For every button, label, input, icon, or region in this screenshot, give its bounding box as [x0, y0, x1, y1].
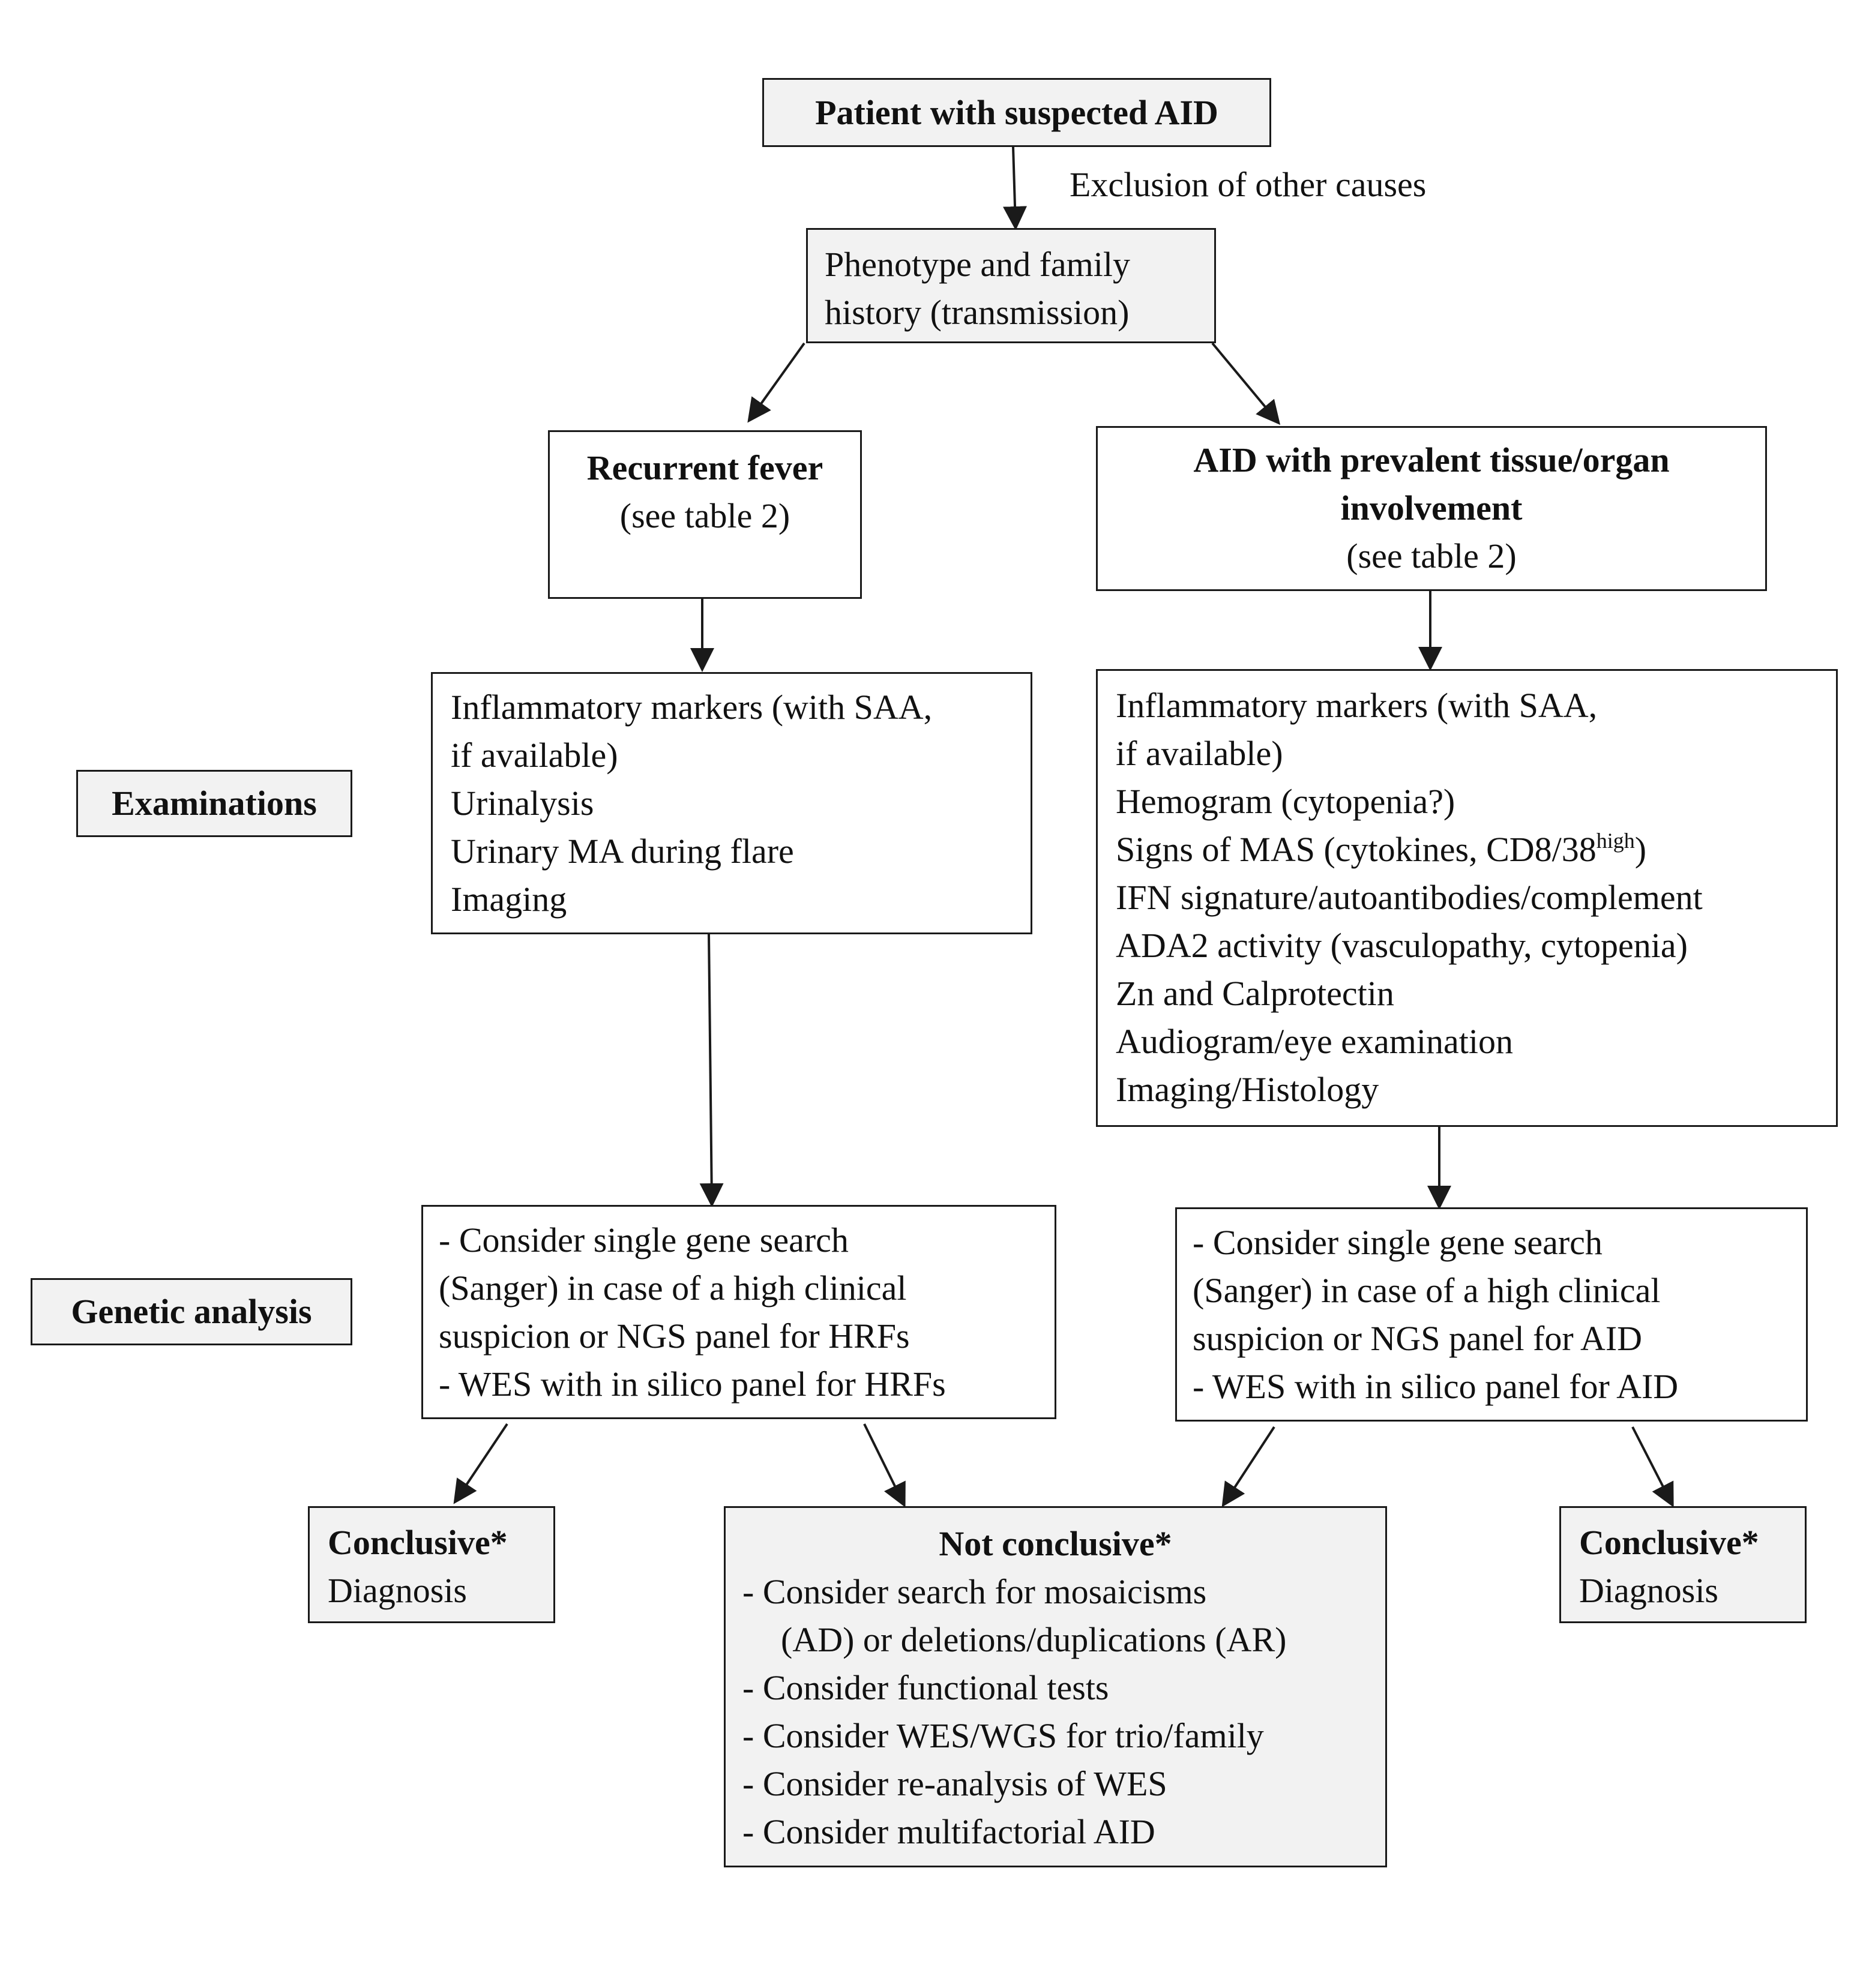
- not-conclusive-item: - Consider search for mosaicisms: [742, 1572, 1207, 1611]
- edge-label-exclusion: Exclusion of other causes: [1070, 165, 1427, 204]
- organ-involvement-box: AID with prevalent tissue/organ involvem…: [1096, 426, 1767, 591]
- start-box: Patient with suspected AID: [762, 78, 1271, 147]
- not-conclusive-item: - Consider WES/WGS for trio/family: [742, 1716, 1264, 1755]
- arrow-right-genetic-to-conclusive: [1631, 1426, 1674, 1508]
- mas-superscript: high: [1596, 829, 1635, 853]
- conclusive-left-title: Conclusive*: [328, 1523, 508, 1562]
- organ-note: (see table 2): [1346, 536, 1517, 575]
- arrow-start-to-phenotype: [1003, 146, 1028, 230]
- organ-genetic-item: (Sanger) in case of a high clinical: [1193, 1271, 1661, 1310]
- mas-text-end: ): [1634, 830, 1647, 869]
- fever-genetic-box: - Consider single gene search (Sanger) i…: [421, 1205, 1056, 1419]
- organ-exam-item: Imaging/Histology: [1116, 1070, 1379, 1109]
- genetic-analysis-label: Genetic analysis: [71, 1292, 312, 1331]
- arrow-right-genetic-to-not-conclusive: [1221, 1426, 1275, 1507]
- fever-genetic-item: - Consider single gene search: [439, 1221, 849, 1260]
- conclusive-left-box: Conclusive* Diagnosis: [308, 1506, 555, 1623]
- examinations-label-box: Examinations: [76, 770, 352, 837]
- phenotype-line-1: Phenotype and family: [825, 245, 1131, 284]
- organ-genetic-item: suspicion or NGS panel for AID: [1193, 1319, 1643, 1358]
- organ-exam-item: ADA2 activity (vasculopathy, cytopenia): [1116, 926, 1688, 965]
- organ-genetic-box: - Consider single gene search (Sanger) i…: [1175, 1207, 1808, 1422]
- start-title: Patient with suspected AID: [815, 93, 1218, 132]
- conclusive-right-box: Conclusive* Diagnosis: [1559, 1506, 1807, 1623]
- organ-genetic-item: - WES with in silico panel for AID: [1193, 1367, 1679, 1406]
- recurrent-fever-box: Recurrent fever (see table 2): [548, 430, 862, 599]
- not-conclusive-item: (AD) or deletions/duplications (AR): [781, 1620, 1287, 1659]
- recurrent-fever-title: Recurrent fever: [586, 448, 823, 487]
- mas-text: Signs of MAS (cytokines, CD8/38: [1116, 830, 1597, 869]
- fever-genetic-item: - WES with in silico panel for HRFs: [439, 1365, 946, 1404]
- organ-exam-item: Inflammatory markers (with SAA,: [1116, 686, 1598, 725]
- organ-exam-item-mas: Signs of MAS (cytokines, CD8/38high): [1116, 826, 1646, 878]
- not-conclusive-item: - Consider functional tests: [742, 1668, 1109, 1707]
- organ-exam-item: Audiogram/eye examination: [1116, 1022, 1513, 1061]
- organ-examinations-box: Inflammatory markers (with SAA, if avail…: [1096, 669, 1838, 1127]
- arrow-phenotype-to-fever: [747, 342, 805, 423]
- organ-genetic-item: - Consider single gene search: [1193, 1223, 1603, 1262]
- phenotype-box: Phenotype and family history (transmissi…: [806, 228, 1216, 343]
- organ-exam-item: Zn and Calprotectin: [1116, 974, 1394, 1013]
- not-conclusive-box: Not conclusive* - Consider search for mo…: [724, 1506, 1387, 1867]
- arrow-phenotype-to-organ: [1211, 342, 1281, 425]
- organ-exam-item: Hemogram (cytopenia?): [1116, 782, 1455, 821]
- fever-exam-item: Urinalysis: [451, 784, 594, 823]
- arrow-left-genetic-to-conclusive: [453, 1423, 508, 1504]
- not-conclusive-title: Not conclusive*: [939, 1524, 1172, 1563]
- not-conclusive-item: - Consider re-analysis of WES: [742, 1764, 1167, 1803]
- fever-exam-item: Inflammatory markers (with SAA,: [451, 688, 933, 727]
- organ-exam-item: if available): [1116, 734, 1283, 773]
- conclusive-right-text: Diagnosis: [1579, 1571, 1718, 1610]
- fever-exam-item: Urinary MA during flare: [451, 832, 794, 871]
- fever-genetic-item: suspicion or NGS panel for HRFs: [439, 1317, 910, 1356]
- recurrent-fever-note: (see table 2): [619, 496, 790, 535]
- fever-genetic-item: (Sanger) in case of a high clinical: [439, 1269, 907, 1308]
- organ-title-line-2: involvement: [1340, 488, 1523, 527]
- examinations-label: Examinations: [112, 784, 317, 823]
- fever-exam-item: Imaging: [451, 880, 567, 919]
- not-conclusive-item: - Consider multifactorial AID: [742, 1812, 1155, 1851]
- organ-exam-item: IFN signature/autoantibodies/complement: [1116, 878, 1703, 917]
- arrow-fever-exams-to-genetic: [699, 934, 724, 1207]
- fever-examinations-box: Inflammatory markers (with SAA, if avail…: [431, 672, 1032, 934]
- arrow-left-genetic-to-not-conclusive: [863, 1423, 906, 1508]
- genetic-analysis-label-box: Genetic analysis: [31, 1278, 352, 1345]
- conclusive-left-text: Diagnosis: [328, 1571, 467, 1610]
- phenotype-line-2: history (transmission): [825, 293, 1130, 332]
- conclusive-right-title: Conclusive*: [1579, 1523, 1759, 1562]
- organ-title-line-1: AID with prevalent tissue/organ: [1193, 440, 1670, 479]
- fever-exam-item: if available): [451, 736, 618, 775]
